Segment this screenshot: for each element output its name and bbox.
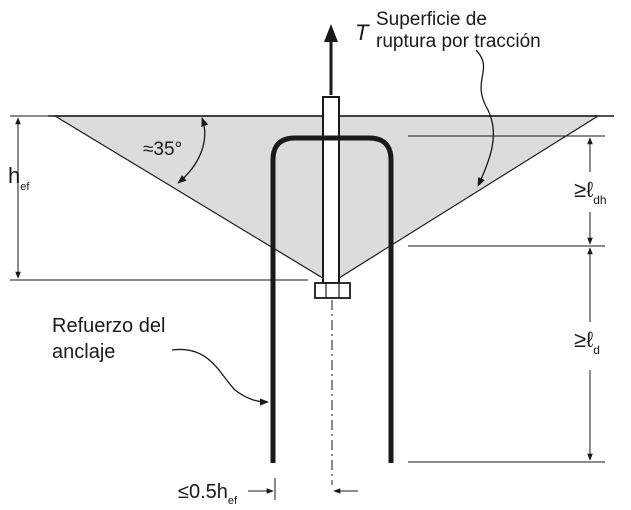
ldh-label: ≥ℓdh (574, 177, 607, 207)
ld-dimension (408, 247, 605, 463)
hef-label: hef (8, 163, 30, 193)
ldh-dimension (408, 135, 605, 247)
breakout-surface-leader (475, 49, 495, 187)
anchor-bolt (322, 96, 340, 284)
reinforcement-leader (171, 348, 269, 406)
reinforcement-label-line2: anclaje (52, 341, 115, 363)
ld-label: ≥ℓd (574, 327, 600, 357)
anchor-reinforcement (270, 135, 394, 463)
breakout-surface-label-line2: ruptura por tracción (376, 31, 541, 52)
tension-label: T (355, 20, 370, 45)
angle-arc (177, 117, 209, 184)
anchor-head (314, 282, 351, 299)
angle-label: ≈35° (143, 139, 182, 160)
tension-arrow (324, 24, 338, 95)
breakout-surface-label-line1: Superficie de (376, 9, 487, 30)
spacing-dimension (248, 478, 358, 500)
reinforcement-label-line1: Refuerzo del (52, 315, 165, 337)
hef-dimension (10, 115, 308, 281)
spacing-label: ≤0.5hef (178, 481, 238, 507)
